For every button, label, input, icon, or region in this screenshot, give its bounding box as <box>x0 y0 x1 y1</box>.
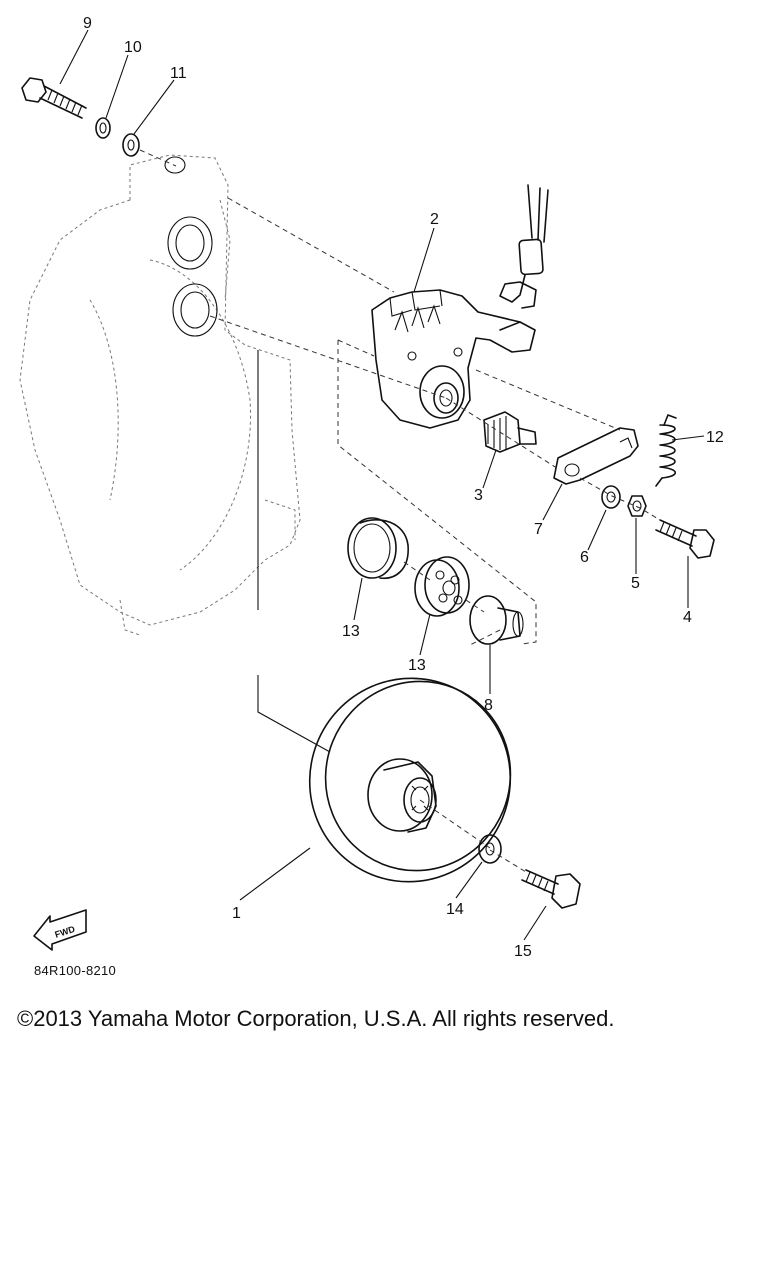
washer-14 <box>478 834 502 864</box>
fwd-arrow-icon: FWD <box>33 909 87 951</box>
callout-4: 4 <box>683 609 692 626</box>
callout-1: 1 <box>232 905 241 922</box>
callout-12: 12 <box>706 429 724 446</box>
callout-13-left: 13 <box>342 623 360 640</box>
bolt-15 <box>521 869 581 909</box>
housing-bores <box>164 156 218 337</box>
callouts: 9 10 11 2 3 7 6 5 4 12 13 13 8 1 14 15 <box>83 15 724 960</box>
sheave-1 <box>308 677 512 883</box>
lock-washer-10 <box>95 117 111 139</box>
diagram-part-code: 84R100-8210 <box>34 963 117 978</box>
housing-outline <box>19 154 301 636</box>
callout-3: 3 <box>474 487 483 504</box>
cap-13-left <box>347 517 409 579</box>
callout-7: 7 <box>534 521 543 538</box>
bracket-2 <box>371 289 536 429</box>
spring-12 <box>655 414 677 487</box>
centerline <box>257 350 331 753</box>
copyright-notice: ©2013 Yamaha Motor Corporation, U.S.A. A… <box>17 1006 615 1031</box>
leader-lines <box>59 29 705 941</box>
callout-6: 6 <box>580 549 589 566</box>
bolt-4 <box>655 519 715 559</box>
exploded-parts-diagram: FWD 9 <box>19 15 724 960</box>
shaft-3 <box>483 411 537 453</box>
lever-7 <box>553 427 639 485</box>
callout-10: 10 <box>124 39 142 56</box>
bolt-9 <box>21 77 87 119</box>
callout-11: 11 <box>170 65 187 82</box>
washer-6 <box>601 485 621 509</box>
washer-11 <box>122 133 140 157</box>
callout-14: 14 <box>446 901 464 918</box>
callout-9: 9 <box>83 15 92 32</box>
callout-15: 15 <box>514 943 532 960</box>
nut-5 <box>627 495 647 517</box>
flange-8 <box>469 595 524 645</box>
callout-13-right: 13 <box>408 657 426 674</box>
assembly-lines <box>139 149 661 873</box>
callout-5: 5 <box>631 575 640 592</box>
callout-2: 2 <box>430 211 439 228</box>
damper-13-right <box>414 556 470 617</box>
callout-8: 8 <box>484 697 493 714</box>
control-cable <box>499 184 549 309</box>
